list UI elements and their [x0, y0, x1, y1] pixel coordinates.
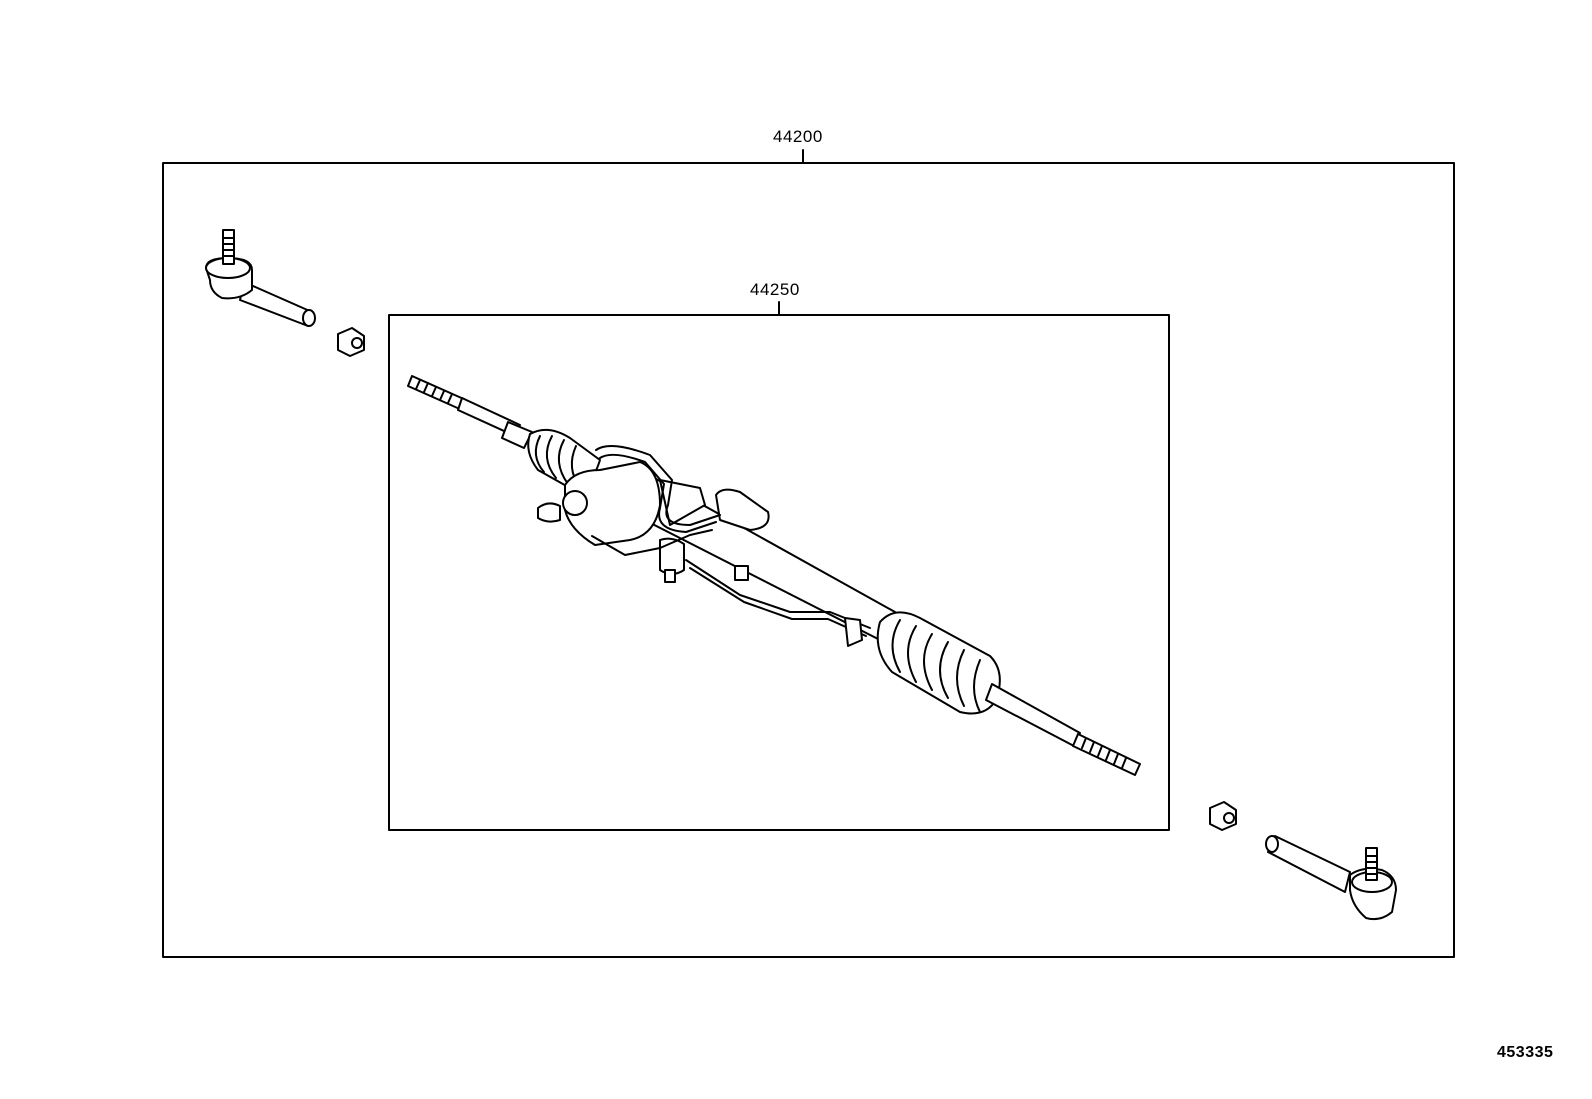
right-nut — [1209, 801, 1237, 831]
right-tie-rod-end — [1265, 835, 1397, 921]
assembly-part-number: 44200 — [773, 127, 823, 146]
left-tie-rod-end — [205, 229, 316, 327]
figure-code: 453335 — [1497, 1044, 1554, 1061]
subassembly-part-number: 44250 — [750, 280, 800, 299]
assembly-box-44200 — [162, 162, 1455, 958]
left-nut — [337, 327, 365, 357]
steering-rack-assembly — [407, 375, 1141, 776]
